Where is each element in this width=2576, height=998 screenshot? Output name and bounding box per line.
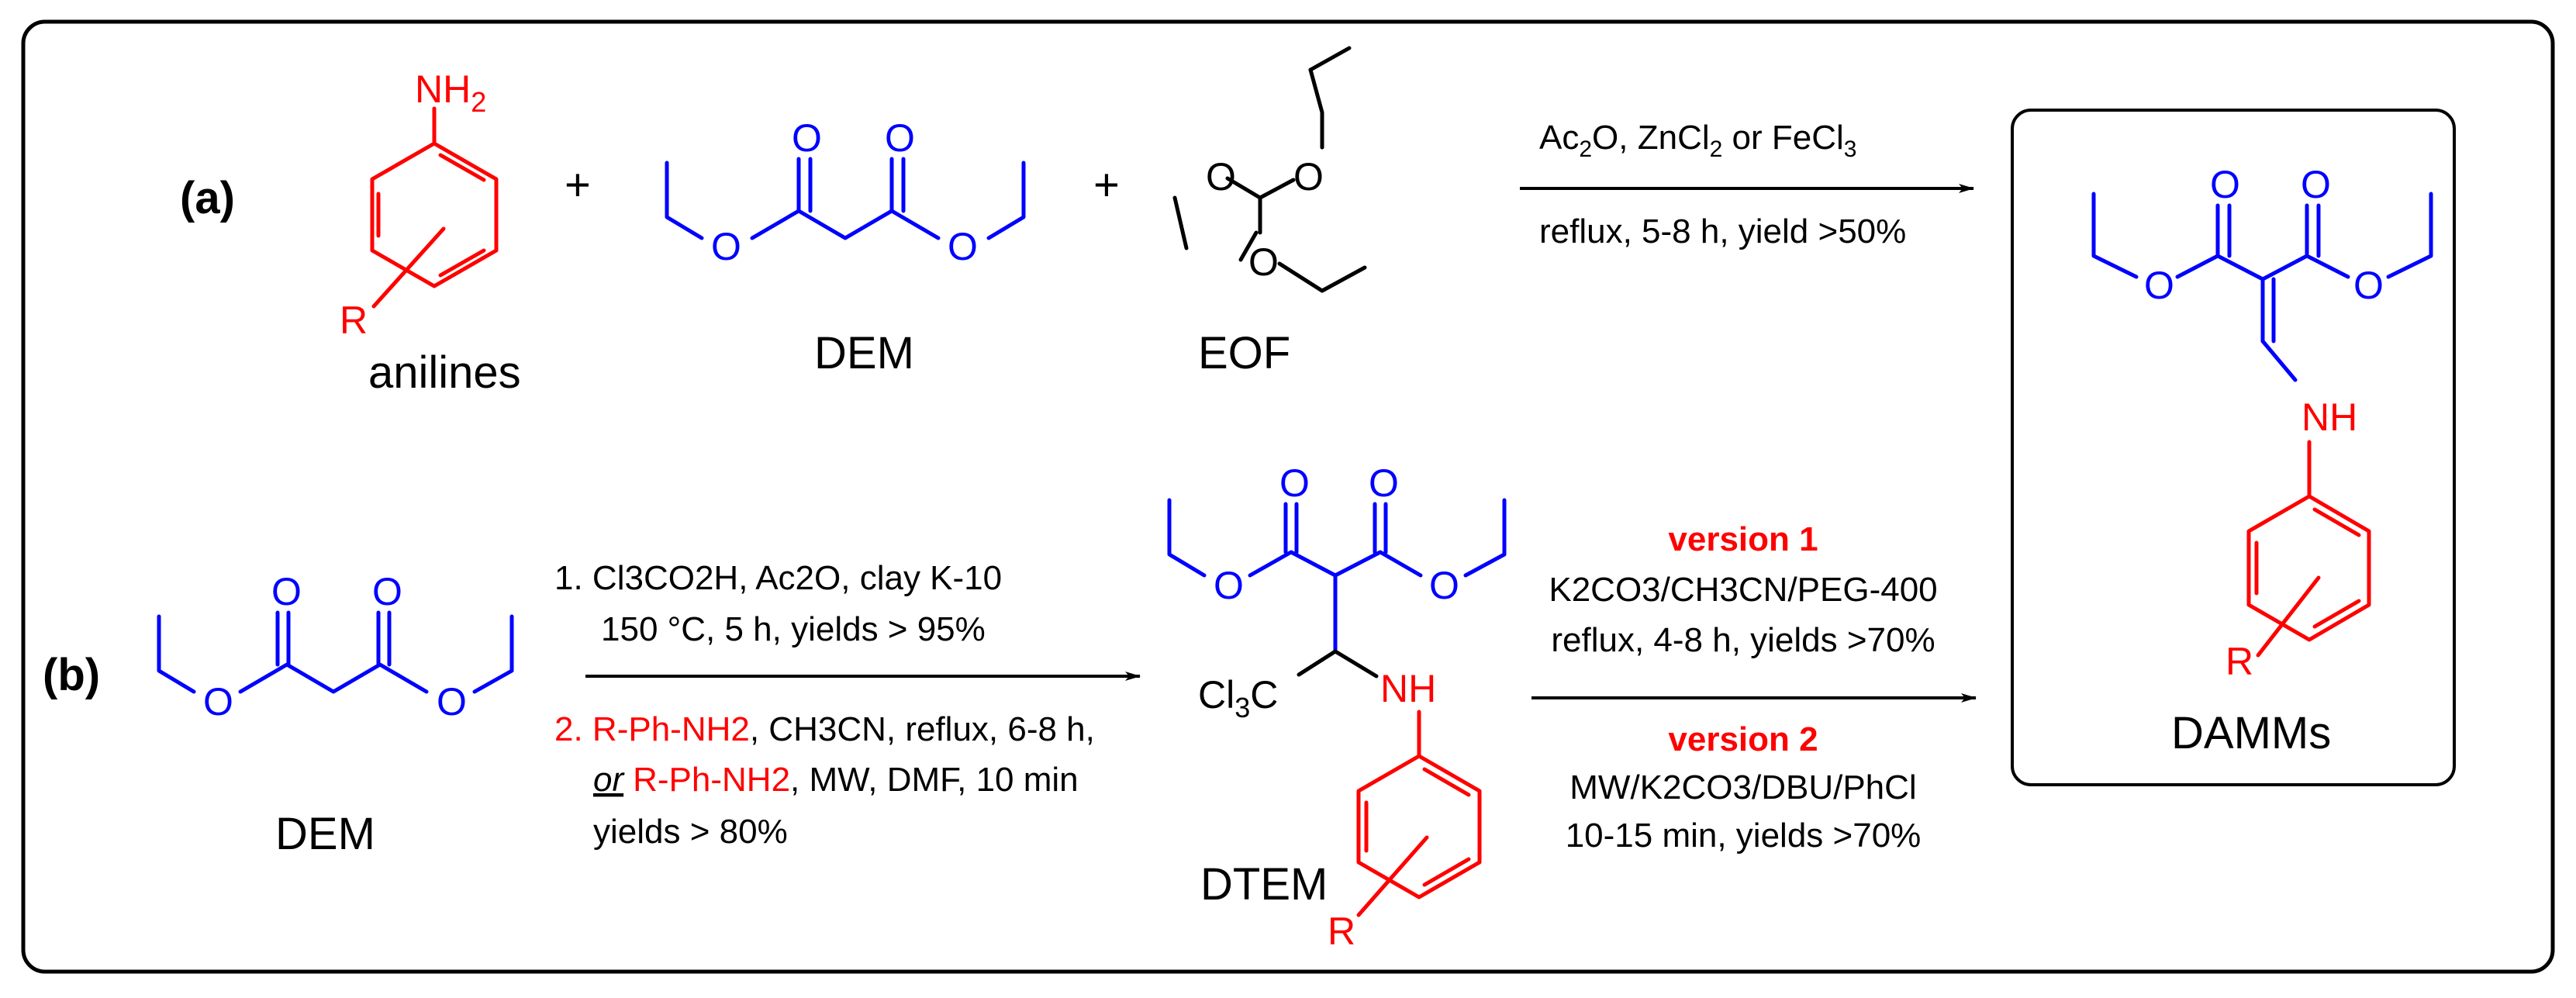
- version2-title: version 2: [1668, 720, 1818, 758]
- damm-o1: O: [2210, 163, 2240, 206]
- version1-line2: reflux, 4-8 h, yields >70%: [1551, 621, 1935, 659]
- label-b: (b): [43, 650, 100, 700]
- plus-2: +: [1093, 160, 1120, 210]
- dem-b-o1: O: [271, 570, 302, 613]
- version1-line1: K2CO3/CH3CN/PEG-400: [1549, 571, 1937, 609]
- dtem-o2: O: [1369, 461, 1399, 505]
- dem-label-a: DEM: [814, 328, 914, 378]
- plus-1: +: [565, 160, 591, 210]
- dem-b-o4: O: [437, 680, 467, 723]
- dem-a-o1: O: [792, 116, 822, 160]
- dtem-nh: NH: [1380, 667, 1436, 710]
- damm-nh: NH: [2301, 395, 2357, 439]
- version1-title: version 1: [1668, 520, 1818, 558]
- conditions-b1-step1-line1: 1. Cl3CO2H, Ac2O, clay K-10: [554, 559, 1002, 597]
- dtem-cl3c: Cl3C: [1198, 673, 1278, 723]
- version2-line2: 10-15 min, yields >70%: [1566, 817, 1922, 855]
- eof-o1: O: [1206, 155, 1236, 199]
- dtem-o3: O: [1214, 564, 1244, 607]
- aniline-r: R: [340, 299, 368, 342]
- product-box: [2011, 109, 2456, 786]
- dem-a-o2: O: [885, 116, 915, 160]
- aniline-structure: NH2 R: [340, 67, 499, 342]
- dem-b-o2: O: [372, 570, 402, 613]
- version2-line1: MW/K2CO3/DBU/PhCl: [1569, 768, 1916, 806]
- outer-frame: [21, 19, 2555, 974]
- dtem-structure: O O O O Cl3C NH R: [1167, 461, 1507, 953]
- conditions-b1-step2-line3: yields > 80%: [593, 813, 788, 851]
- conditions-b1-step2-line1: 2. R-Ph-NH2, CH3CN, reflux, 6-8 h,: [554, 710, 1095, 748]
- damm-o4: O: [2353, 264, 2384, 307]
- dem-structure-a: O O O O: [665, 116, 1026, 268]
- dtem-o1: O: [1279, 461, 1310, 505]
- damm-r: R: [2226, 640, 2253, 683]
- dem-a-o3: O: [711, 225, 741, 268]
- eof-structure: O O O: [1172, 46, 1367, 293]
- eof-label: EOF: [1198, 328, 1290, 378]
- dem-label-b: DEM: [275, 809, 375, 859]
- dem-a-o4: O: [948, 225, 978, 268]
- damm-structure: O O O O NH R: [2091, 163, 2433, 683]
- conditions-a-line2: reflux, 5-8 h, yield >50%: [1539, 212, 1906, 250]
- aniline-nh2: NH2: [415, 67, 486, 118]
- damms-label: DAMMs: [2171, 708, 2331, 758]
- dtem-r: R: [1328, 910, 1355, 953]
- anilines-label: anilines: [368, 347, 521, 398]
- dem-structure-b: O O O O: [157, 570, 514, 723]
- damm-o3: O: [2144, 264, 2174, 307]
- conditions-b1-step1-line2: 150 °C, 5 h, yields > 95%: [601, 610, 986, 648]
- damm-o2: O: [2301, 163, 2331, 206]
- eof-o2: O: [1293, 155, 1324, 199]
- eof-o3: O: [1248, 240, 1279, 284]
- dtem-label: DTEM: [1200, 859, 1328, 910]
- label-a: (a): [180, 173, 235, 223]
- dtem-o4: O: [1429, 564, 1459, 607]
- conditions-a-line1: Ac2O, ZnCl2 or FeCl3: [1539, 119, 1856, 162]
- dem-b-o3: O: [203, 680, 233, 723]
